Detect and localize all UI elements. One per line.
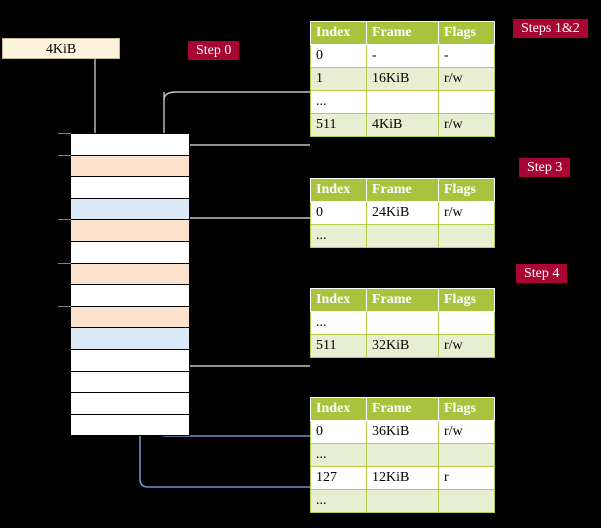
cell-frame: 4KiB <box>366 113 439 137</box>
column-header-flags: Flags <box>438 288 495 312</box>
cell-frame: 36KiB <box>366 420 439 444</box>
cell-frame <box>366 224 439 248</box>
cell-frame: 32KiB <box>366 334 439 358</box>
cell-index: 511 <box>310 113 367 137</box>
cell-frame: 24KiB <box>366 201 439 225</box>
table-row: 0-- <box>310 44 495 68</box>
column-header-index: Index <box>310 288 367 312</box>
column-header-frame: Frame <box>366 288 439 312</box>
cell-index: ... <box>310 443 367 467</box>
cell-flags <box>438 311 495 335</box>
cell-index: ... <box>310 90 367 114</box>
column-header-frame: Frame <box>366 21 439 45</box>
memory-row <box>71 305 189 328</box>
cell-flags: - <box>438 44 495 68</box>
cell-index: ... <box>310 224 367 248</box>
cell-flags: r/w <box>438 334 495 358</box>
cell-index: 511 <box>310 334 367 358</box>
physical-memory-column <box>70 133 190 437</box>
cell-flags: r/w <box>438 201 495 225</box>
memory-row-tick <box>58 219 71 221</box>
memory-row <box>71 327 189 349</box>
memory-row <box>71 392 189 414</box>
table-row: ... <box>310 489 495 513</box>
cell-index: ... <box>310 489 367 513</box>
cell-flags: r/w <box>438 420 495 444</box>
cell-index: 127 <box>310 466 367 490</box>
memory-row <box>71 348 189 371</box>
cell-frame <box>366 489 439 513</box>
step-3-badge: Step 3 <box>519 158 571 177</box>
table-row: ... <box>310 311 495 335</box>
cell-flags <box>438 489 495 513</box>
table-row: ... <box>310 224 495 248</box>
cell-frame: 16KiB <box>366 67 439 91</box>
column-header-frame: Frame <box>366 397 439 421</box>
column-header-frame: Frame <box>366 178 439 202</box>
source-frame-label: 4KiB <box>45 42 77 57</box>
cell-flags: r <box>438 466 495 490</box>
memory-row <box>71 133 189 155</box>
cell-flags <box>438 443 495 467</box>
table-row: ... <box>310 90 495 114</box>
memory-row <box>71 370 189 393</box>
memory-row <box>71 176 189 198</box>
column-header-index: Index <box>310 21 367 45</box>
column-header-index: Index <box>310 397 367 421</box>
column-header-flags: Flags <box>438 21 495 45</box>
table-row: ... <box>310 443 495 467</box>
cell-frame <box>366 90 439 114</box>
cell-index: 0 <box>310 420 367 444</box>
memory-row <box>71 154 189 177</box>
cell-flags: r/w <box>438 113 495 137</box>
memory-row <box>71 240 189 263</box>
cell-frame <box>366 443 439 467</box>
cell-frame: - <box>366 44 439 68</box>
cell-index: 1 <box>310 67 367 91</box>
source-frame-box: 4KiB <box>2 38 120 59</box>
memory-row-tick <box>58 305 71 307</box>
steps-1-2-badge: Steps 1&2 <box>513 19 588 38</box>
cell-index: ... <box>310 311 367 335</box>
column-header-flags: Flags <box>438 397 495 421</box>
memory-row <box>71 262 189 285</box>
memory-row-tick <box>58 262 71 264</box>
memory-row <box>71 284 189 306</box>
memory-row <box>71 197 189 220</box>
memory-row-tick <box>58 154 71 156</box>
memory-row <box>71 219 189 241</box>
cell-flags: r/w <box>438 67 495 91</box>
memory-row <box>71 413 189 436</box>
cell-flags <box>438 224 495 248</box>
memory-row-tick <box>58 133 71 134</box>
cell-index: 0 <box>310 44 367 68</box>
cell-frame: 12KiB <box>366 466 439 490</box>
column-header-flags: Flags <box>438 178 495 202</box>
cell-flags <box>438 90 495 114</box>
step-4-badge: Step 4 <box>516 264 568 283</box>
column-header-index: Index <box>310 178 367 202</box>
cell-index: 0 <box>310 201 367 225</box>
step-0-badge: Step 0 <box>188 41 240 60</box>
cell-frame <box>366 311 439 335</box>
